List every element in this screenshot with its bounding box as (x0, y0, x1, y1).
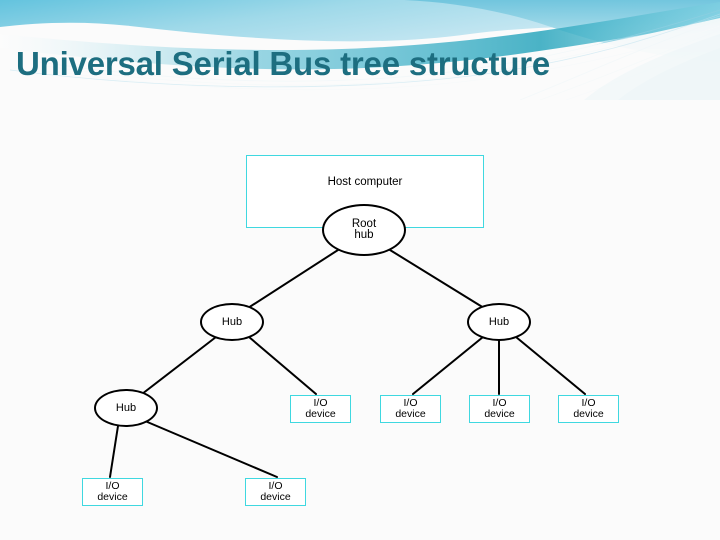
banner-ribbon-main (0, 2, 720, 70)
node-io-device-1[interactable]: I/O device (290, 395, 351, 423)
node-io-device-6-label: I/O device (260, 480, 291, 503)
node-hub-lower-left-label: Hub (115, 401, 137, 414)
node-hub-left[interactable]: Hub (200, 303, 264, 341)
node-root-hub-label: Root hub (351, 217, 377, 241)
edge-roothub-hubright (389, 249, 485, 309)
edge-roothub-hubleft (247, 249, 339, 309)
edge-hublowerleft-io6 (144, 420, 278, 478)
node-io-device-3-label: I/O device (484, 397, 515, 420)
edge-hublowerleft-io5 (109, 425, 119, 478)
banner-wisp (9, 13, 720, 88)
banner-white-fade (0, 18, 720, 100)
edge-hubright-io2 (412, 336, 484, 395)
node-io-device-5-label: I/O device (97, 480, 128, 503)
node-hub-right[interactable]: Hub (467, 303, 531, 341)
node-io-device-3[interactable]: I/O device (469, 395, 530, 423)
node-io-device-4[interactable]: I/O device (558, 395, 619, 423)
node-io-device-2[interactable]: I/O device (380, 395, 441, 423)
node-root-hub[interactable]: Root hub (322, 204, 406, 256)
node-io-device-1-label: I/O device (305, 397, 336, 420)
node-io-device-4-label: I/O device (573, 397, 604, 420)
edge-hubleft-io1 (248, 336, 317, 395)
node-hub-right-label: Hub (488, 315, 510, 328)
node-io-device-5[interactable]: I/O device (82, 478, 143, 506)
node-hub-left-label: Hub (221, 315, 243, 328)
node-io-device-6[interactable]: I/O device (245, 478, 306, 506)
edge-hubleft-hublowerleft (141, 336, 217, 395)
edge-hubright-io4 (515, 336, 586, 395)
node-host-computer-label: Host computer (327, 176, 403, 188)
decorative-wave-banner (0, 0, 720, 100)
node-io-device-2-label: I/O device (395, 397, 426, 420)
page-title: Universal Serial Bus tree structure (16, 45, 551, 82)
node-hub-lower-left[interactable]: Hub (94, 389, 158, 427)
